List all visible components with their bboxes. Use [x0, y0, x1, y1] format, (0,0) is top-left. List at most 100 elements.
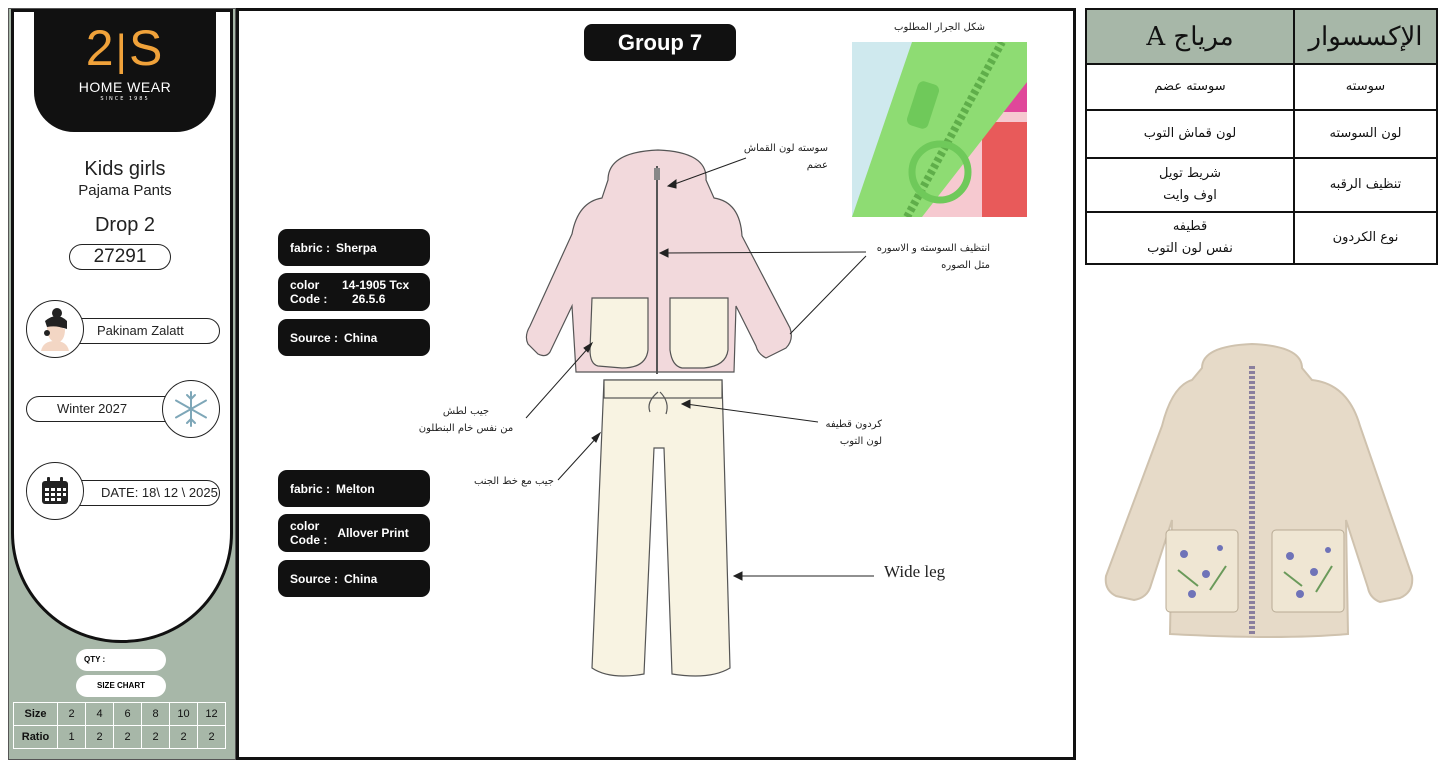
size-header: Size [13, 702, 58, 726]
pocket-note: جيب لطش من نفس خام البنطلون [410, 403, 522, 437]
bottom-source-key: Source : [290, 571, 339, 586]
top-source-spec: Source : China [278, 319, 430, 356]
pocket-note-line-2: من نفس خام البنطلون [418, 423, 514, 434]
date-label: DATE: 18\ 12 \ 2025 [101, 485, 218, 500]
top-fabric-value: Sherpa [336, 240, 377, 255]
ratio-cell: 2 [169, 725, 198, 749]
side-pocket-note: جيب مع خط الجنب [473, 476, 554, 487]
sidebar: 2|S HOME WEAR SINCE 1985 Kids girls Paja… [8, 8, 236, 760]
avatar-icon [41, 308, 69, 351]
size-cell: 12 [197, 702, 226, 726]
accessory-value: قطيفه نفس لون التوب [1085, 211, 1295, 265]
style-number: 27291 [69, 244, 171, 270]
size-row: Size 2 4 6 8 10 12 [13, 702, 226, 726]
jacket-sketch [525, 149, 792, 374]
top-fabric-key: fabric : [290, 240, 331, 255]
bottom-color-value: Allover Print [337, 526, 409, 540]
cord-note-line-2: لون التوب [839, 436, 882, 447]
accessory-value-line-1: شريط تويل [1159, 166, 1221, 181]
top-fabric-spec: fabric : Sherpa [278, 229, 430, 266]
ratio-cell: 2 [197, 725, 226, 749]
zipper-color-note-line-2: عضم [806, 160, 828, 171]
zipper-caption: شكل الجرار المطلوب [894, 22, 985, 33]
size-chart-text: SIZE CHART [97, 681, 145, 690]
sherpa-jacket-photo [1104, 342, 1414, 638]
zipper-color-note: سوسته لون القماش عضم [740, 140, 828, 174]
accessory-value-line-1: قطيفه [1172, 219, 1208, 234]
qty-field: QTY : [76, 649, 166, 671]
wide-leg-note: Wide leg [884, 562, 946, 581]
brand-mark-right: S [128, 20, 165, 76]
brand-mark: 2|S [34, 20, 216, 79]
finishing-note: انتظيف السوسته و الاسوره مثل الصوره [860, 240, 990, 274]
product-title: Kids girls [84, 158, 166, 180]
accessories-row: تنظيف الرقبه شريط تويل اوف وايت [1085, 157, 1438, 213]
finishing-note-line-1: انتظيف السوسته و الاسوره [876, 243, 990, 254]
bottom-source-value: China [344, 571, 378, 586]
accessories-header-label: الإكسسوار [1293, 8, 1438, 65]
accessories-table: الإكسسوار مرياج A سوسته سوسته عضم لون ال… [1085, 8, 1438, 265]
size-chart-label: SIZE CHART [76, 675, 166, 697]
ratio-cell: 2 [141, 725, 170, 749]
zipper-puller-image [852, 42, 1027, 217]
top-color-spec: color 14-1905 Tcx Code : 26.5.6 [278, 273, 430, 311]
top-color-key: color [290, 278, 320, 292]
bottom-color-keys: color Code : [290, 519, 327, 547]
ratio-cell: 1 [57, 725, 86, 749]
pants-sketch [591, 379, 731, 677]
brand-mark-left: 2 [85, 20, 116, 76]
accessory-label: لون السوسته [1293, 109, 1438, 159]
accessory-value: شريط تويل اوف وايت [1085, 157, 1295, 213]
product-subtitle: Pajama Pants [78, 182, 172, 199]
bottom-fabric-key: fabric : [290, 481, 331, 496]
brand-name: HOME WEAR [78, 79, 172, 95]
season-badge [162, 380, 220, 438]
size-ratio-table: Size 2 4 6 8 10 12 Ratio 1 2 2 2 2 2 [13, 702, 226, 749]
accessory-label: تنظيف الرقبه [1293, 157, 1438, 213]
qty-label: QTY : [84, 655, 106, 664]
size-cell: 4 [85, 702, 114, 726]
drop-label: Drop 2 [94, 214, 156, 236]
accessory-value: لون قماش التوب [1085, 109, 1295, 159]
group-badge: Group 7 [584, 24, 736, 61]
size-cell: 10 [169, 702, 198, 726]
size-cell: 8 [141, 702, 170, 726]
date-badge [26, 462, 84, 520]
top-code-value: 26.5.6 [352, 292, 386, 306]
bottom-color-spec: color Code : Allover Print [278, 514, 430, 552]
bottom-fabric-value: Melton [336, 481, 375, 496]
size-cell: 6 [113, 702, 142, 726]
zipper-color-note-line-1: سوسته لون القماش [743, 143, 828, 154]
zipper-reference-photo [852, 42, 1027, 217]
brand-tagline: SINCE 1985 [100, 96, 150, 102]
season-label: Winter 2027 [57, 401, 128, 416]
brand-mark-separator: | [115, 26, 129, 75]
top-source-key: Source : [290, 330, 339, 345]
designer-avatar [26, 300, 84, 358]
top-code-key: Code : [290, 292, 328, 306]
snowflake-icon [175, 391, 207, 427]
top-code-row: Code : 26.5.6 [290, 292, 385, 306]
top-source-value: China [344, 330, 378, 345]
ratio-cell: 2 [113, 725, 142, 749]
bottom-fabric-spec: fabric : Melton [278, 470, 430, 507]
finishing-note-line-2: مثل الصوره [941, 260, 990, 271]
accessory-value-line-2: نفس لون التوب [1147, 241, 1233, 256]
garment-technical-drawing [525, 149, 792, 677]
designer-name: Pakinam Zalatt [97, 323, 184, 338]
sidebar-panel: 2|S HOME WEAR SINCE 1985 Kids girls Paja… [11, 9, 233, 643]
accessory-value: سوسته عضم [1085, 63, 1295, 111]
calendar-icon [42, 477, 68, 504]
top-color-row: color 14-1905 Tcx [290, 278, 409, 292]
brand-logo: 2|S HOME WEAR SINCE 1985 [34, 12, 216, 132]
pocket-note-line-1: جيب لطش [442, 406, 490, 417]
bottom-color-key: color [290, 519, 320, 533]
ratio-header: Ratio [13, 725, 58, 749]
ratio-cell: 2 [85, 725, 114, 749]
ratio-row: Ratio 1 2 2 2 2 2 [13, 725, 226, 749]
size-cell: 2 [57, 702, 86, 726]
bottom-source-spec: Source : China [278, 560, 430, 597]
accessories-row: سوسته سوسته عضم [1085, 63, 1438, 111]
bottom-code-key: Code : [290, 533, 328, 547]
accessory-value-line-2: اوف وايت [1163, 188, 1217, 203]
